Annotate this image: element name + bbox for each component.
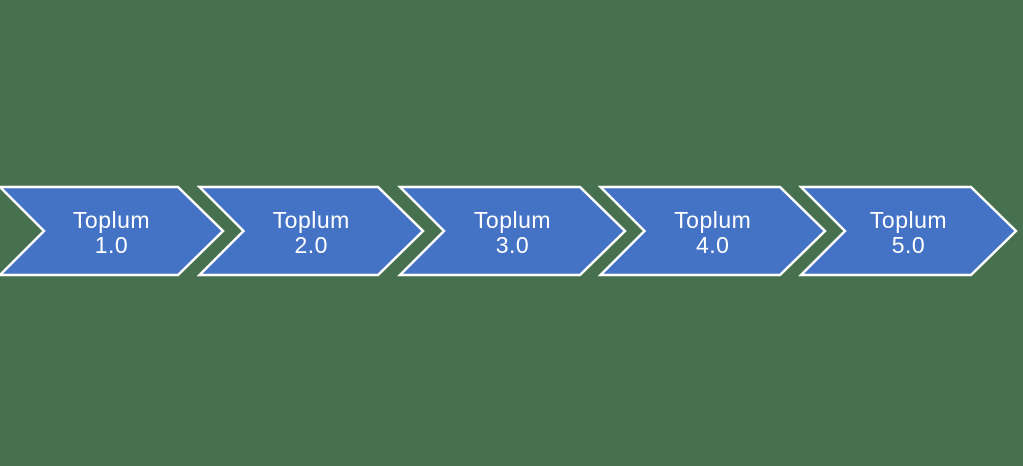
- chevron-label-line1-4: Toplum: [674, 207, 751, 233]
- chevron-label-line2-3: 3.0: [496, 232, 529, 258]
- chevron-label-line2-2: 2.0: [295, 232, 328, 258]
- chevron-label-line1-5: Toplum: [870, 207, 947, 233]
- chevron-container: Toplum1.0Toplum2.0Toplum3.0Toplum4.0Topl…: [0, 187, 1016, 275]
- chevron-label-line1-2: Toplum: [273, 207, 350, 233]
- chevron-label-line1-1: Toplum: [73, 207, 150, 233]
- chevron-label-line2-4: 4.0: [696, 232, 729, 258]
- chevron-label-line1-3: Toplum: [474, 207, 551, 233]
- chevron-label-line2-5: 5.0: [892, 232, 925, 258]
- chevron-label-line2-1: 1.0: [95, 232, 128, 258]
